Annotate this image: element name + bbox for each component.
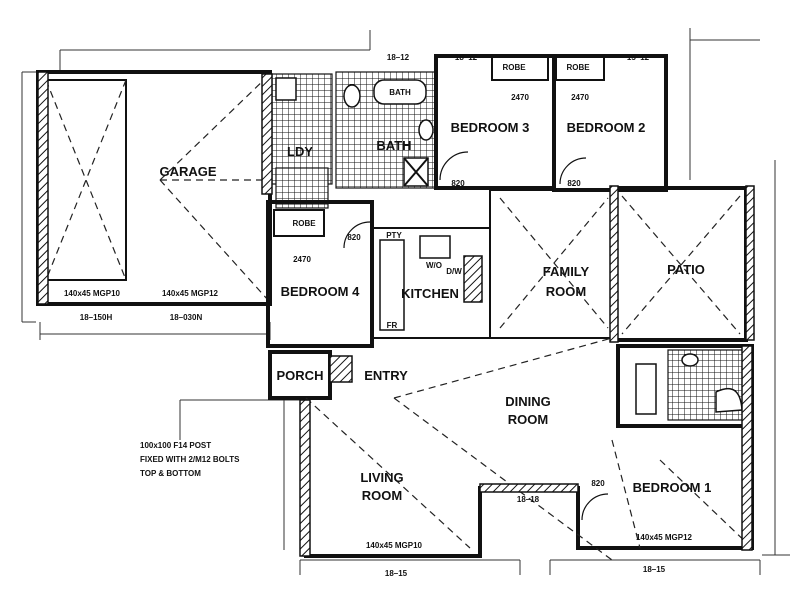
dim-label-3: 15–12 (627, 53, 650, 62)
post-note-2: FIXED WITH 2/M12 BOLTS (140, 455, 240, 464)
bedroom-2: ROBE 820 BEDROOM 2 (552, 54, 668, 192)
living-label-2: ROOM (362, 488, 402, 503)
annotations: 18–12 18–12 15–12 18–15 18–15 18–18 18–1… (64, 53, 693, 578)
robe-door-label-1: 2470 (293, 255, 311, 264)
garage: GARAGE (36, 70, 272, 306)
family-label-1: FAMILY (543, 264, 590, 279)
bedroom-1: BEDROOM 1 (616, 344, 754, 495)
fr-label: FR (387, 321, 398, 330)
dim-label-1: 18–12 (387, 53, 410, 62)
wo-label: W/O (426, 261, 442, 270)
garage-label: GARAGE (159, 164, 216, 179)
bedroom1-label: BEDROOM 1 (633, 480, 712, 495)
dw-label: D/W (446, 267, 462, 276)
door-label-3: 820 (347, 233, 361, 242)
living-label-1: LIVING (360, 470, 403, 485)
kitchen: PTY W/O FR D/W KITCHEN (371, 227, 491, 339)
door-label-4: 820 (591, 479, 605, 488)
bathroom: BATH BATH (335, 71, 437, 189)
patio-label: PATIO (667, 262, 705, 277)
entry-label: ENTRY (364, 368, 408, 383)
pty-label: PTY (386, 231, 402, 240)
dim-label-6: 18–18 (517, 495, 540, 504)
dining-label-1: DINING (505, 394, 551, 409)
dim-label-8: 18–030N (170, 313, 203, 322)
laundry: LDY (271, 73, 333, 209)
post-note-3: TOP & BOTTOM (140, 469, 201, 478)
dim-label-4: 18–15 (385, 569, 408, 578)
patio: PATIO (612, 186, 748, 342)
robe-door-label-2: 2470 (511, 93, 529, 102)
bedroom-3: ROBE 820 BEDROOM 3 (434, 54, 556, 190)
post-note-1: 100x100 F14 POST (140, 441, 211, 450)
bath-fixture-label: BATH (389, 88, 411, 97)
beam-label-4: 140x45 MGP12 (636, 533, 693, 542)
bedroom4-label: BEDROOM 4 (281, 284, 361, 299)
robe-label-2: ROBE (566, 63, 590, 72)
bedroom2-label: BEDROOM 2 (567, 120, 646, 135)
bedroom-4: ROBE BEDROOM 4 (266, 200, 374, 348)
beam-label-1: 140x45 MGP10 (64, 289, 121, 298)
dim-label-7: 18–150H (80, 313, 113, 322)
door-label-2: 820 (567, 179, 581, 188)
robe-label: ROBE (292, 219, 316, 228)
hatched-walls (261, 73, 755, 557)
door-label-1: 820 (451, 179, 465, 188)
dim-label-5: 18–15 (643, 565, 666, 574)
porch-label: PORCH (277, 368, 324, 383)
family-room: FAMILY ROOM (489, 189, 615, 339)
robe-door-label-3: 2470 (571, 93, 589, 102)
robe-label-1: ROBE (502, 63, 526, 72)
dining-living: DINING ROOM LIVING ROOM (304, 337, 754, 561)
dim-label-2: 18–12 (455, 53, 478, 62)
porch-entry: PORCH ENTRY (268, 350, 408, 400)
beam-label-3: 140x45 MGP10 (366, 541, 423, 550)
bath-label: BATH (376, 138, 411, 153)
kitchen-label: KITCHEN (401, 286, 459, 301)
ldy-label: LDY (287, 144, 313, 159)
dining-label-2: ROOM (508, 412, 548, 427)
beam-label-2: 140x45 MGP12 (162, 289, 219, 298)
family-label-2: ROOM (546, 284, 586, 299)
dimension-lines (21, 28, 790, 575)
bedroom3-label: BEDROOM 3 (451, 120, 530, 135)
